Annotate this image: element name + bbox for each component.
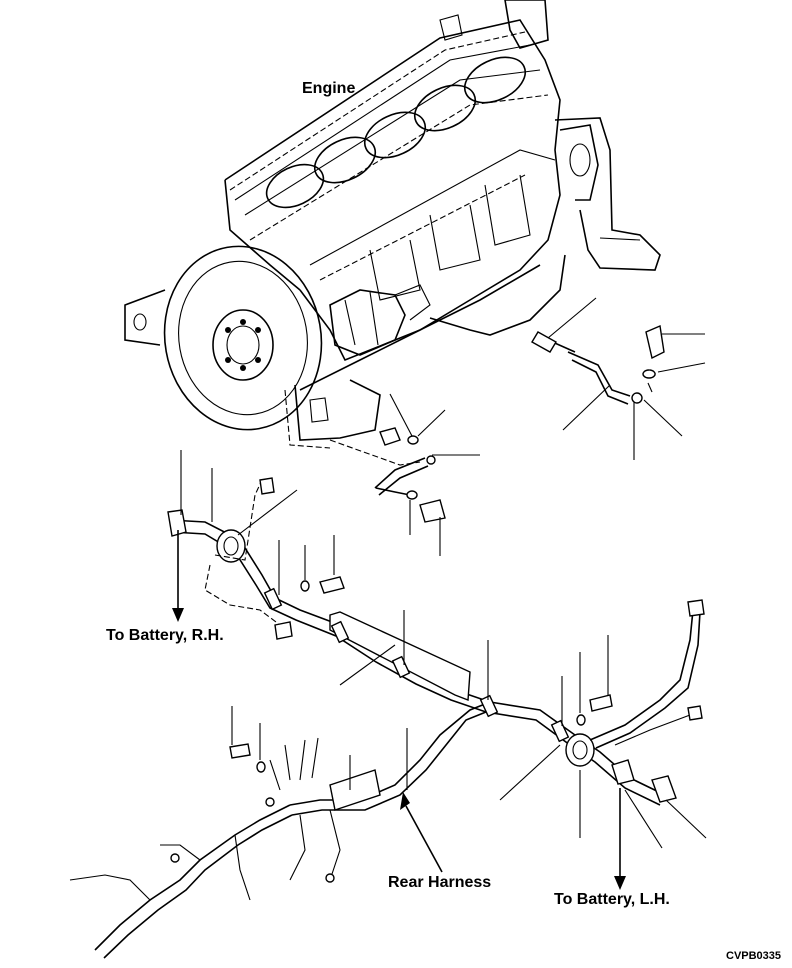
rear-harness-label: Rear Harness <box>388 874 492 891</box>
arrow-icon <box>400 792 443 873</box>
leader-lines <box>180 297 707 849</box>
battery-rh-label: To Battery, R.H. <box>106 627 224 644</box>
middle-cable <box>329 427 446 523</box>
ground-cable-right <box>531 325 665 405</box>
drawing-code: CVPB0335 <box>726 950 782 962</box>
battery-lh-label: To Battery, L.H. <box>554 891 670 908</box>
arrow-icon <box>172 530 184 622</box>
engine-label: Engine <box>302 80 356 97</box>
rear-harness-illustration <box>69 477 705 959</box>
arrow-icon <box>614 788 626 890</box>
engine-illustration <box>124 0 661 449</box>
